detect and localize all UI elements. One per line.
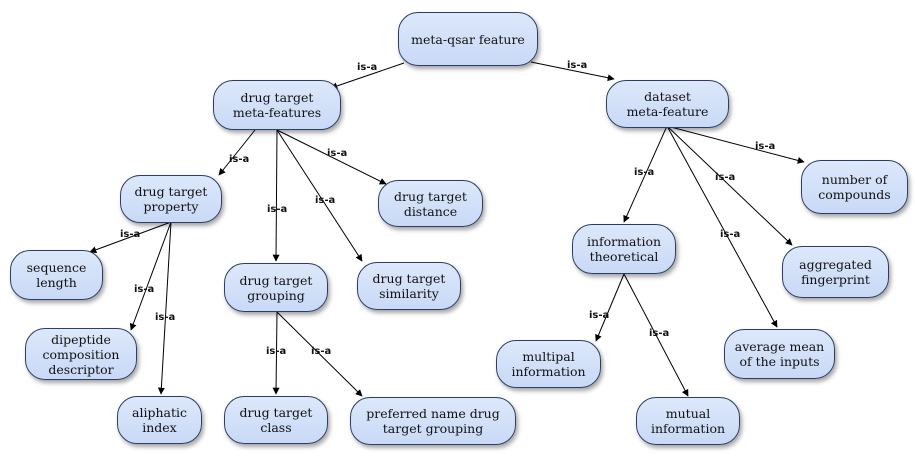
edge-label-drug-target-meta-to-dt-distance: is-a bbox=[327, 148, 347, 159]
edge-label-dt-grouping-to-dt-class: is-a bbox=[266, 346, 286, 357]
edge-dt-grouping-to-preferred-name bbox=[276, 311, 363, 397]
node-dataset-meta: dataset meta-feature bbox=[606, 80, 729, 128]
edge-info-theoretical-to-multipal-info bbox=[595, 273, 625, 342]
edge-meta-qsar-to-dataset-meta bbox=[530, 61, 615, 82]
edge-label-meta-qsar-to-drug-target-meta: is-a bbox=[357, 62, 377, 73]
node-avg-mean: average mean of the inputs bbox=[724, 329, 835, 379]
node-drug-target-meta: drug target meta-features bbox=[213, 80, 341, 130]
node-dt-similarity: drug target similarity bbox=[357, 262, 461, 310]
node-dt-grouping: drug target grouping bbox=[224, 263, 328, 312]
edge-label-drug-target-meta-to-dt-property: is-a bbox=[229, 154, 249, 165]
node-sequence-length: sequence length bbox=[10, 250, 103, 300]
edge-label-dataset-meta-to-num-compounds: is-a bbox=[755, 141, 775, 152]
edge-label-dt-property-to-dipeptide: is-a bbox=[134, 284, 154, 295]
edge-label-dataset-meta-to-avg-mean: is-a bbox=[720, 229, 740, 240]
edge-label-meta-qsar-to-dataset-meta: is-a bbox=[567, 60, 587, 71]
node-preferred-name: preferred name drug target grouping bbox=[350, 397, 516, 445]
node-dt-class: drug target class bbox=[224, 396, 328, 444]
node-info-theoretical: information theoretical bbox=[572, 224, 676, 274]
edge-drug-target-meta-to-dt-property bbox=[218, 129, 256, 176]
edge-label-dt-grouping-to-preferred-name: is-a bbox=[311, 346, 331, 357]
edge-info-theoretical-to-mutual-info bbox=[623, 273, 689, 397]
edge-dt-property-to-dipeptide bbox=[129, 221, 172, 331]
node-num-compounds: number of compounds bbox=[801, 160, 908, 214]
edge-drug-target-meta-to-dt-similarity bbox=[276, 129, 363, 262]
edge-label-dt-property-to-sequence-length: is-a bbox=[120, 229, 140, 240]
edge-label-drug-target-meta-to-dt-grouping: is-a bbox=[267, 204, 287, 215]
edge-label-dt-property-to-aliphatic: is-a bbox=[155, 312, 175, 323]
edge-drug-target-meta-to-dt-distance bbox=[276, 129, 387, 185]
edge-label-dataset-meta-to-info-theoretical: is-a bbox=[634, 167, 654, 178]
node-dt-distance: drug target distance bbox=[378, 180, 483, 227]
node-dt-property: drug target property bbox=[120, 175, 222, 223]
edge-drug-target-meta-to-dt-grouping bbox=[272, 129, 280, 262]
edge-dt-property-to-sequence-length bbox=[89, 221, 172, 254]
edge-dataset-meta-to-aggregated-fp bbox=[666, 125, 793, 246]
edge-dataset-meta-to-avg-mean bbox=[666, 125, 778, 328]
node-dipeptide: dipeptide composition descriptor bbox=[25, 328, 137, 380]
node-multipal-info: multipal information bbox=[496, 340, 601, 388]
edge-label-drug-target-meta-to-dt-similarity: is-a bbox=[315, 195, 335, 206]
node-mutual-info: mutual information bbox=[636, 397, 740, 445]
node-aliphatic: aliphatic index bbox=[117, 396, 202, 444]
edge-label-info-theoretical-to-mutual-info: is-a bbox=[649, 328, 669, 339]
edge-label-info-theoretical-to-multipal-info: is-a bbox=[589, 310, 609, 321]
edge-dt-grouping-to-dt-class bbox=[272, 311, 280, 395]
edge-label-dataset-meta-to-aggregated-fp: is-a bbox=[715, 172, 735, 183]
node-aggregated-fp: aggregated fingerprint bbox=[782, 246, 889, 298]
edge-dt-property-to-aliphatic bbox=[157, 221, 172, 395]
node-meta-qsar: meta-qsar feature bbox=[398, 12, 538, 66]
edge-meta-qsar-to-drug-target-meta bbox=[330, 62, 405, 90]
edge-dataset-meta-to-info-theoretical bbox=[623, 125, 668, 223]
edge-dataset-meta-to-num-compounds bbox=[666, 125, 805, 164]
